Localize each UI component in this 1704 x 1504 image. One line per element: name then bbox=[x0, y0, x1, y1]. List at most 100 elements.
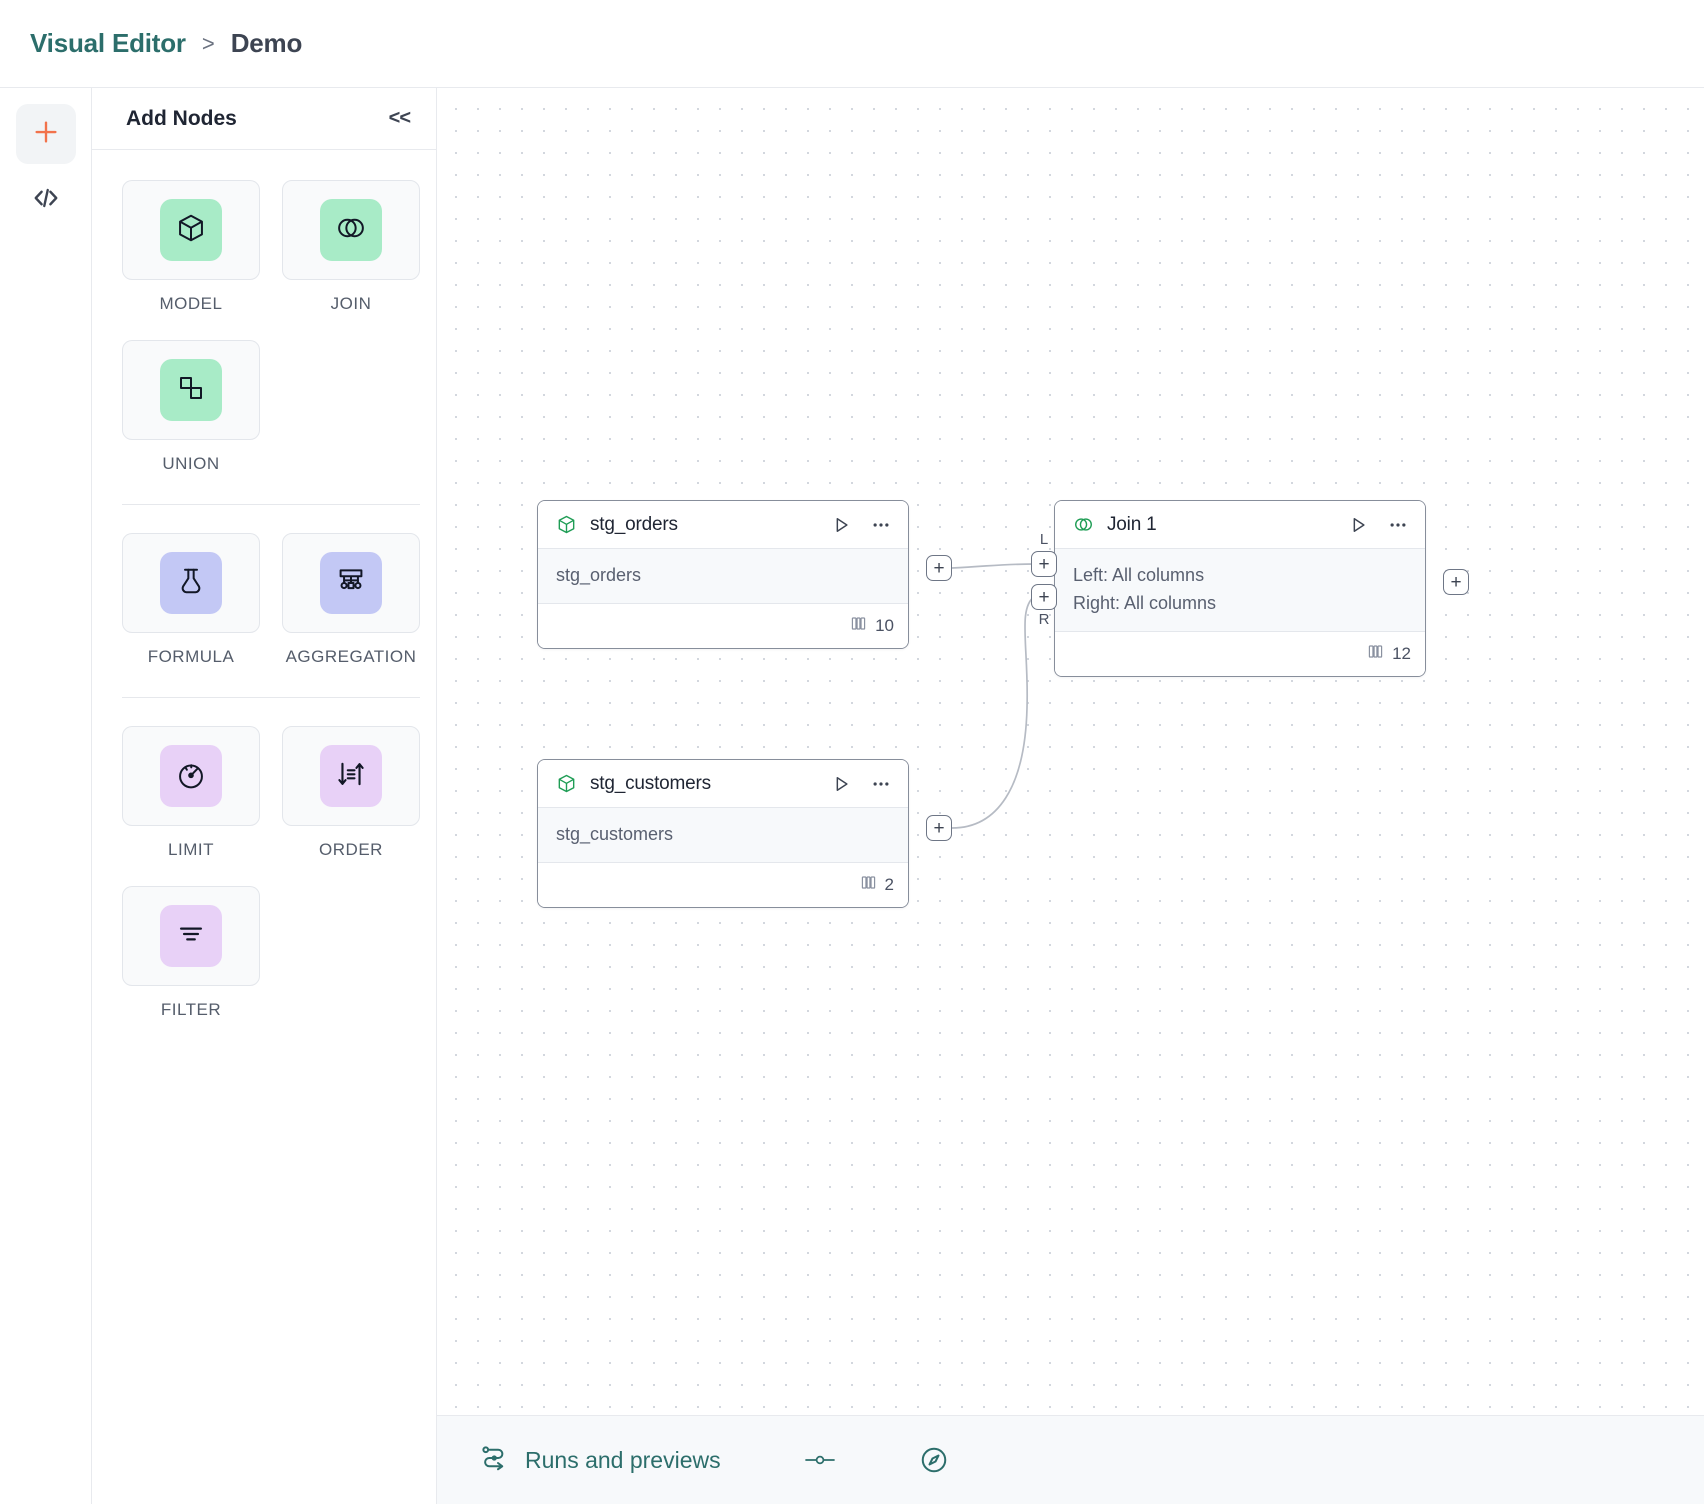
run-icon[interactable] bbox=[830, 773, 852, 795]
canvas-node-stg-orders[interactable]: stg_orders bbox=[537, 500, 909, 649]
node-type-union[interactable]: UNION bbox=[122, 340, 260, 474]
runs-and-previews-label: Runs and previews bbox=[525, 1446, 721, 1473]
edge-orders-to-join-left bbox=[951, 563, 1036, 569]
edge-customers-to-join-right bbox=[951, 595, 1036, 829]
output-handle-stg-orders[interactable]: + bbox=[926, 555, 952, 581]
column-count-badge: 10 bbox=[850, 615, 894, 637]
columns-icon bbox=[1367, 643, 1384, 665]
grid-spacer bbox=[282, 886, 420, 1020]
panel-divider-2 bbox=[122, 697, 420, 698]
run-icon[interactable] bbox=[1347, 514, 1369, 536]
node-header: stg_customers bbox=[538, 760, 908, 808]
node-title: stg_orders bbox=[590, 513, 678, 535]
aggregation-tree-icon bbox=[335, 565, 367, 602]
more-options-icon[interactable] bbox=[1387, 514, 1409, 536]
right-input-handle-join-1[interactable]: + bbox=[1031, 584, 1057, 610]
columns-icon bbox=[860, 874, 877, 896]
node-body-line-left: Left: All columns bbox=[1073, 565, 1205, 585]
node-body-line-right: Right: All columns bbox=[1073, 592, 1217, 613]
flask-icon bbox=[175, 565, 207, 602]
code-icon bbox=[31, 183, 61, 218]
app-header: Visual Editor > Demo bbox=[0, 0, 1704, 88]
breadcrumb-separator: > bbox=[201, 30, 215, 56]
add-nodes-list: MODEL JOIN bbox=[92, 150, 436, 1504]
node-actions bbox=[1347, 514, 1409, 536]
column-count-value: 2 bbox=[884, 874, 894, 894]
node-type-label: FORMULA bbox=[147, 647, 235, 666]
cube-icon bbox=[175, 212, 207, 249]
slider-toggle-icon[interactable] bbox=[803, 1448, 837, 1472]
edge-layer bbox=[951, 563, 1036, 829]
flow-runs-icon bbox=[479, 1443, 509, 1478]
panel-divider-1 bbox=[122, 504, 420, 505]
node-type-model[interactable]: MODEL bbox=[122, 180, 260, 314]
columns-icon bbox=[850, 615, 867, 637]
venn-icon bbox=[335, 212, 367, 249]
left-port-label: L bbox=[1039, 531, 1049, 548]
node-actions bbox=[830, 773, 892, 795]
column-count-badge: 12 bbox=[1367, 643, 1411, 665]
node-type-label: AGGREGATION bbox=[285, 647, 417, 666]
flow-canvas[interactable]: stg_orders bbox=[437, 88, 1704, 1416]
union-shapes-icon bbox=[175, 372, 207, 409]
venn-icon bbox=[1073, 514, 1095, 536]
output-handle-stg-customers[interactable]: + bbox=[926, 815, 952, 841]
collapse-panel-button[interactable]: << bbox=[388, 107, 411, 129]
output-handle-join-1[interactable]: + bbox=[1443, 569, 1469, 595]
cube-icon bbox=[556, 773, 578, 795]
run-icon[interactable] bbox=[830, 514, 852, 536]
cube-icon bbox=[556, 514, 578, 536]
node-type-order[interactable]: ORDER bbox=[282, 726, 420, 860]
node-header: Join 1 bbox=[1055, 501, 1425, 549]
left-input-handle-join-1[interactable]: + bbox=[1031, 551, 1057, 577]
node-type-label: UNION bbox=[162, 454, 220, 473]
node-type-limit[interactable]: LIMIT bbox=[122, 726, 260, 860]
node-type-label: MODEL bbox=[159, 294, 223, 313]
plus-icon bbox=[31, 117, 61, 152]
column-count-value: 12 bbox=[1392, 643, 1411, 663]
more-options-icon[interactable] bbox=[870, 514, 892, 536]
compass-icon[interactable] bbox=[919, 1445, 949, 1475]
node-type-join[interactable]: JOIN bbox=[282, 180, 420, 314]
canvas-area: stg_orders bbox=[437, 88, 1704, 1504]
breadcrumb-root-link[interactable]: Visual Editor bbox=[30, 28, 186, 58]
column-count-badge: 2 bbox=[860, 874, 894, 896]
panel-title: Add Nodes bbox=[126, 106, 237, 130]
add-node-rail-button[interactable] bbox=[15, 104, 76, 164]
add-nodes-panel-header: Add Nodes << bbox=[92, 88, 436, 150]
filter-lines-icon bbox=[175, 918, 207, 955]
runs-and-previews-button[interactable]: Runs and previews bbox=[479, 1443, 721, 1478]
node-body-line: stg_orders bbox=[556, 565, 642, 585]
node-type-grid: MODEL JOIN bbox=[122, 180, 420, 1046]
node-header: stg_orders bbox=[538, 501, 908, 549]
node-title: Join 1 bbox=[1107, 513, 1157, 535]
app-body: Add Nodes << bbox=[0, 88, 1704, 1504]
right-port-label: R bbox=[1038, 611, 1050, 628]
node-type-filter[interactable]: FILTER bbox=[122, 886, 260, 1020]
node-title: stg_customers bbox=[590, 772, 711, 794]
node-type-label: LIMIT bbox=[168, 840, 214, 859]
node-footer: 12 bbox=[1055, 631, 1425, 676]
bottom-status-bar: Runs and previews bbox=[437, 1416, 1704, 1504]
node-type-aggregation[interactable]: AGGREGATION bbox=[282, 533, 420, 667]
breadcrumb: Visual Editor > Demo bbox=[30, 28, 302, 59]
breadcrumb-current-page: Demo bbox=[230, 28, 303, 58]
sort-arrows-icon bbox=[335, 758, 367, 795]
node-body: Left: All columns Right: All columns bbox=[1055, 549, 1425, 632]
more-options-icon[interactable] bbox=[870, 773, 892, 795]
code-view-rail-button[interactable] bbox=[16, 170, 76, 230]
gauge-icon bbox=[175, 758, 207, 795]
node-type-label: ORDER bbox=[319, 840, 383, 859]
column-count-value: 10 bbox=[875, 615, 894, 635]
node-body-line: stg_customers bbox=[556, 824, 674, 844]
node-actions bbox=[830, 514, 892, 536]
grid-spacer bbox=[282, 340, 420, 474]
canvas-node-join-1[interactable]: Join 1 bbox=[1054, 500, 1426, 677]
left-rail bbox=[0, 88, 92, 1504]
add-nodes-panel: Add Nodes << bbox=[92, 88, 437, 1504]
node-footer: 2 bbox=[538, 862, 908, 907]
node-type-formula[interactable]: FORMULA bbox=[122, 533, 260, 667]
node-type-label: FILTER bbox=[160, 1000, 222, 1019]
canvas-node-stg-customers[interactable]: stg_customers bbox=[537, 759, 909, 908]
